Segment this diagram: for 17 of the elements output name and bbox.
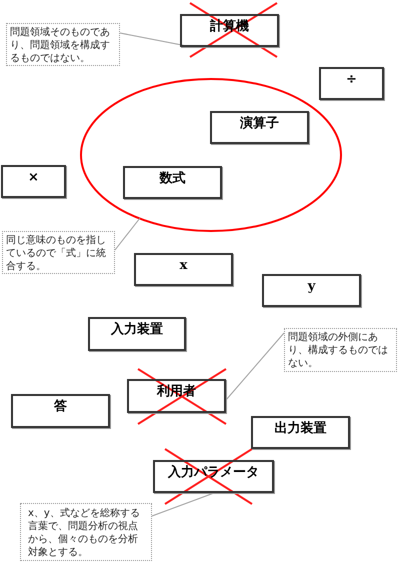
note-box: x、y、式などを総称する言葉で、問題分析の視点から、個々のものを分析対象とする。 <box>20 503 152 561</box>
note-box: 問題領域の外側にあり、構成するものではない。 <box>284 328 397 372</box>
term-box: × <box>1 165 66 198</box>
term-box: 演算子 <box>210 111 309 144</box>
term-box: 出力装置 <box>251 416 350 449</box>
term-box: 入力装置 <box>88 317 186 351</box>
leader-line <box>114 218 140 250</box>
term-box: y <box>262 274 361 307</box>
term-box: x <box>134 253 233 286</box>
note-box: 同じ意味のものを指しているので「式」に統合する。 <box>2 231 115 274</box>
term-box: 数式 <box>123 166 222 199</box>
leader-line <box>152 492 214 516</box>
term-box: ÷ <box>319 67 384 100</box>
leader-line <box>226 332 284 400</box>
term-box: 答 <box>11 394 110 428</box>
note-box: 問題領域そのものであり、問題領域を構成するものではない。 <box>6 23 120 66</box>
grouping-ellipse <box>80 78 342 232</box>
